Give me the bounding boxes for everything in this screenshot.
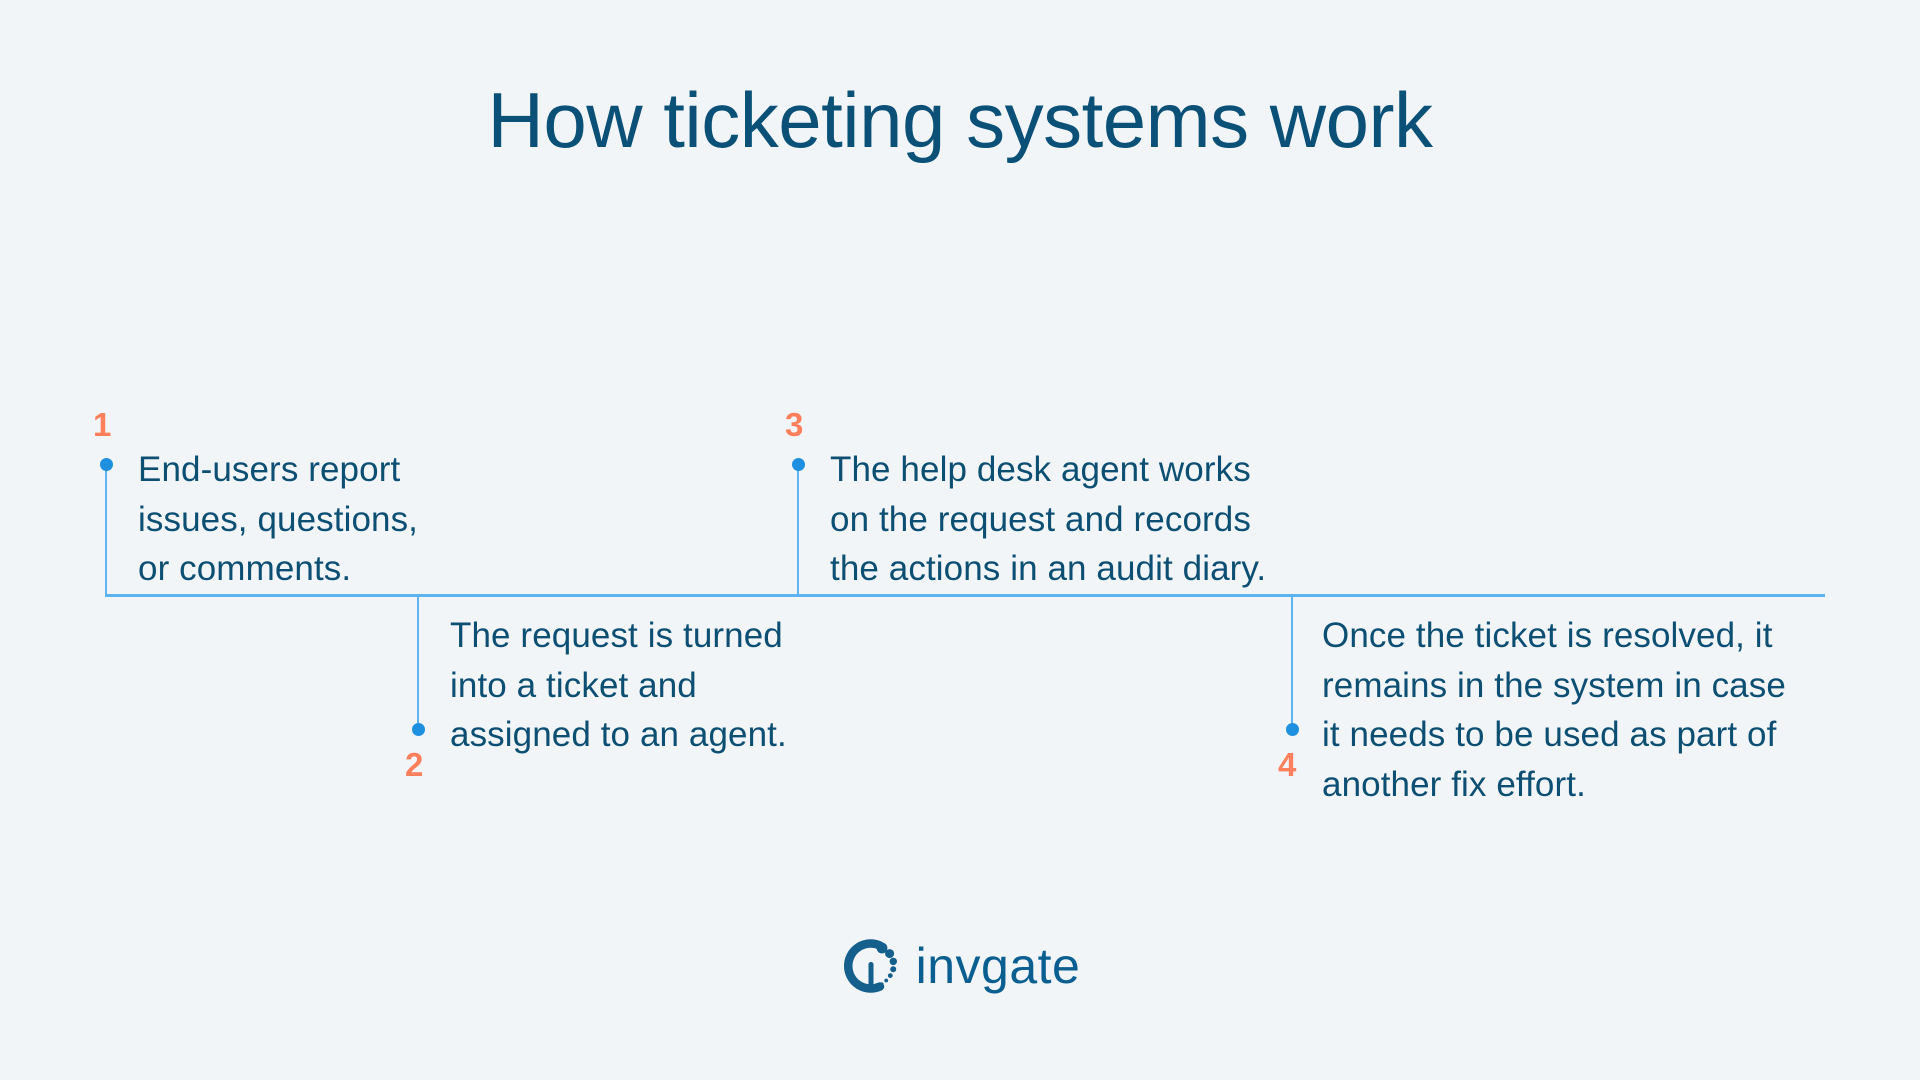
step-1-number: 1 (93, 406, 112, 443)
step-1-connector-line (105, 464, 107, 595)
step-4-description: Once the ticket is resolved, it remains … (1322, 616, 1786, 805)
step-4-connector-line (1291, 595, 1293, 729)
step-2-description: The request is turned into a ticket and … (450, 616, 787, 755)
step-3-dot-marker (792, 458, 805, 471)
step-1-dot-marker (100, 458, 113, 471)
step-1-description: End-users report issues, questions, or c… (138, 450, 419, 589)
brand-wordmark: invgate (915, 938, 1081, 994)
invgate-circle-dots-icon (843, 939, 897, 993)
step-3-description: The help desk agent works on the request… (830, 450, 1267, 589)
page-title: How ticketing systems work (487, 76, 1433, 164)
step-2-dot-marker (412, 723, 425, 736)
step-2-connector-line (417, 595, 419, 729)
timeline-axis (105, 594, 1825, 597)
step-3-connector-line (797, 464, 799, 595)
step-4-dot-marker (1286, 723, 1299, 736)
brand-logo: invgate (0, 935, 1920, 997)
step-3-number: 3 (785, 406, 804, 443)
step-2-number: 2 (405, 746, 424, 783)
step-4-number: 4 (1278, 746, 1297, 783)
